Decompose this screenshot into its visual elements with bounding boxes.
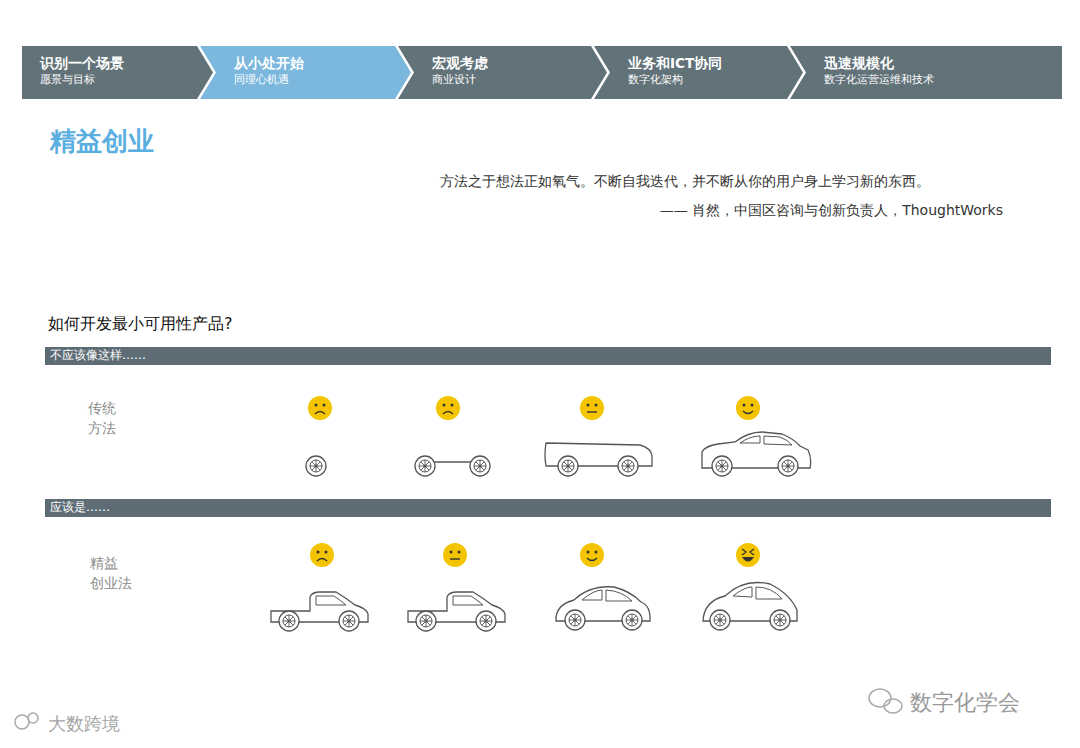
chassis-drawing [545, 443, 652, 476]
chevron-shape [594, 46, 790, 99]
row-label: 精益 创业法 [90, 553, 133, 594]
face-icon [736, 543, 760, 567]
process-chevron: 识别一个场景愿景与目标 [22, 46, 200, 99]
face-icon [443, 543, 467, 567]
step-title: 从小处开始 [234, 54, 398, 72]
face-icon [310, 543, 334, 567]
face-icon [580, 543, 604, 567]
band-label: 不应该像这样…… [50, 347, 1051, 364]
quote-text: 方法之于想法正如氧气。不断自我迭代，并不断从你的用户身上学习新的东西。 [440, 173, 930, 191]
step-title: 迅速规模化 [824, 54, 1062, 72]
chevron-shape [200, 46, 398, 99]
section-band: 不应该像这样…… [45, 347, 1051, 365]
step-subtitle: 商业设计 [432, 72, 594, 87]
row-label: 传统 方法 [88, 398, 117, 439]
section-band: 应该是…… [45, 499, 1051, 517]
watermark: 大数跨境 [48, 712, 120, 736]
face-icon [580, 396, 604, 420]
step-subtitle: 数字化架构 [628, 72, 790, 87]
process-chevron: 宏观考虑商业设计 [398, 46, 594, 99]
face-icon [436, 396, 460, 420]
process-chevron: 迅速规模化数字化运营运维和技术 [790, 46, 1062, 99]
process-chevron: 业务和ICT协同数字化架构 [594, 46, 790, 99]
watermark: 数字化学会 [910, 688, 1020, 718]
pickup-drawing [408, 592, 505, 631]
sedan-drawing [556, 587, 650, 630]
step-title: 业务和ICT协同 [628, 54, 790, 72]
face-icon [736, 396, 760, 420]
car-drawing [702, 432, 811, 476]
beetle-drawing [703, 583, 797, 631]
step-title: 宏观考虑 [432, 54, 594, 72]
chevron-shape [398, 46, 594, 99]
step-subtitle: 同理心机遇 [234, 72, 398, 87]
step-subtitle: 数字化运营运维和技术 [824, 72, 1062, 87]
quote-attribution: —— 肖然，中国区咨询与创新负责人，ThoughtWorks [660, 202, 1003, 220]
step-title: 识别一个场景 [40, 54, 200, 72]
watermark-icon [15, 689, 902, 729]
face-icon [308, 396, 332, 420]
pickup-drawing [271, 592, 368, 631]
axle-drawing [415, 456, 490, 476]
page-title: 精益创业 [50, 124, 154, 159]
band-label: 应该是…… [50, 499, 1051, 516]
chevron-shape [790, 46, 1062, 99]
process-chevron: 从小处开始同理心机遇 [200, 46, 398, 99]
chevron-shape [22, 46, 200, 99]
wheel-drawing [306, 456, 326, 476]
section-question: 如何开发最小可用性产品? [48, 314, 233, 335]
step-subtitle: 愿景与目标 [40, 72, 200, 87]
